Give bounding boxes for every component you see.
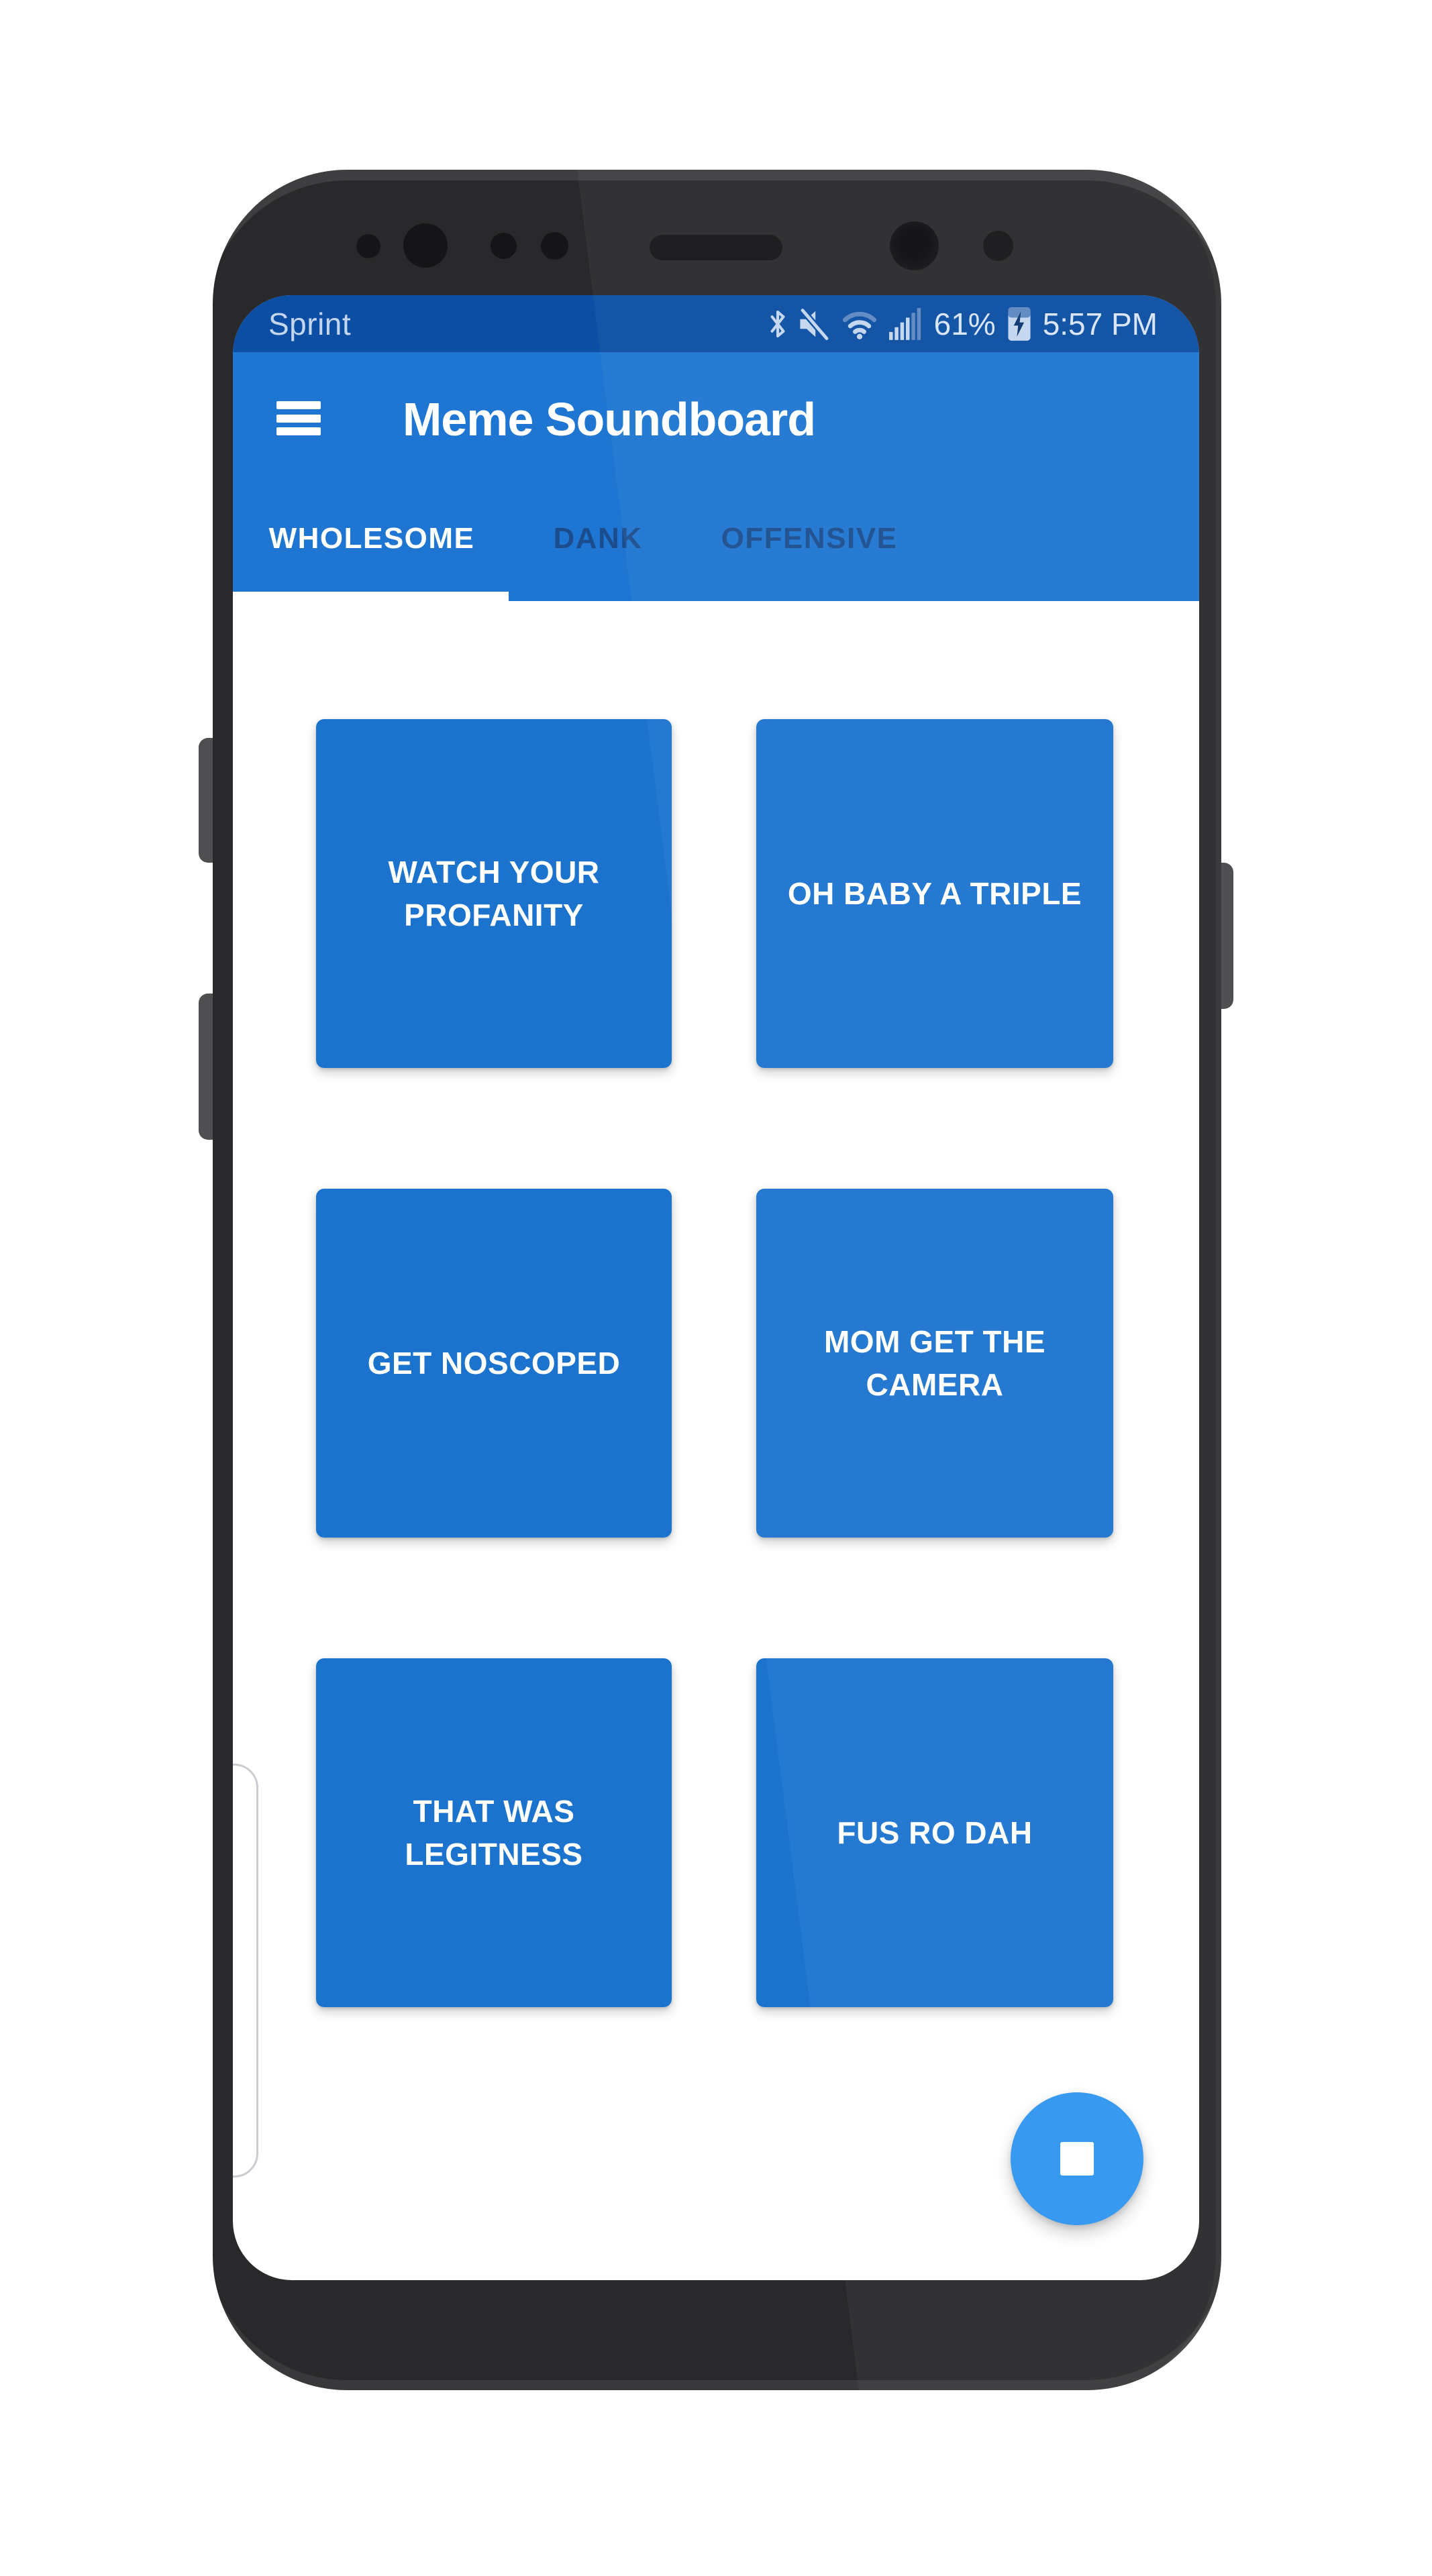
tab-offensive[interactable]: OFFENSIVE [721, 522, 898, 555]
sound-button-mom-get-the-camera[interactable]: MOM GET THE CAMERA [756, 1189, 1113, 1538]
clock-label: 5:57 PM [1042, 306, 1158, 341]
sound-button-that-was-legitness[interactable]: THAT WAS LEGITNESS [316, 1658, 672, 2007]
wifi-icon [842, 311, 876, 339]
phone-frame: Sprint [213, 170, 1221, 2390]
sound-button-oh-baby-a-triple[interactable]: OH BABY A TRIPLE [756, 719, 1113, 1068]
status-icons-cluster: 61% 5:57 PM [768, 306, 1158, 342]
stop-icon [1060, 2142, 1094, 2176]
tab-wholesome[interactable]: WHOLESOME [268, 522, 475, 555]
hamburger-menu-icon[interactable] [276, 401, 321, 436]
front-camera [890, 221, 939, 270]
app-header: Sprint [233, 295, 1199, 601]
bluetooth-icon [770, 310, 785, 337]
iris-camera-dot [403, 223, 448, 268]
sound-button-watch-your-profanity[interactable]: WATCH YOUR PROFANITY [316, 719, 672, 1068]
proximity-sensor-dot [356, 234, 380, 258]
battery-percent-label: 61% [933, 306, 996, 341]
sound-button-get-noscoped[interactable]: GET NOSCOPED [316, 1189, 672, 1538]
earpiece-speaker [650, 235, 782, 260]
page-title: Meme Soundboard [403, 393, 816, 445]
tab-dank[interactable]: DANK [553, 522, 643, 555]
active-tab-indicator [233, 592, 509, 601]
carrier-label: Sprint [268, 306, 352, 341]
battery-charging-icon [1008, 307, 1031, 341]
status-bar: Sprint [233, 295, 1199, 352]
sound-button-fus-ro-dah[interactable]: FUS RO DAH [756, 1658, 1113, 2007]
light-sensor-dot [983, 231, 1013, 261]
sound-muted-icon [799, 307, 829, 340]
cell-signal-icon [888, 307, 921, 340]
sensor-dot [491, 233, 517, 259]
phone-screen: Sprint [233, 295, 1199, 2280]
sensor-dot [541, 232, 568, 260]
stop-playback-fab[interactable] [1011, 2092, 1143, 2225]
screen-edge-outline-artifact [233, 1764, 258, 2178]
